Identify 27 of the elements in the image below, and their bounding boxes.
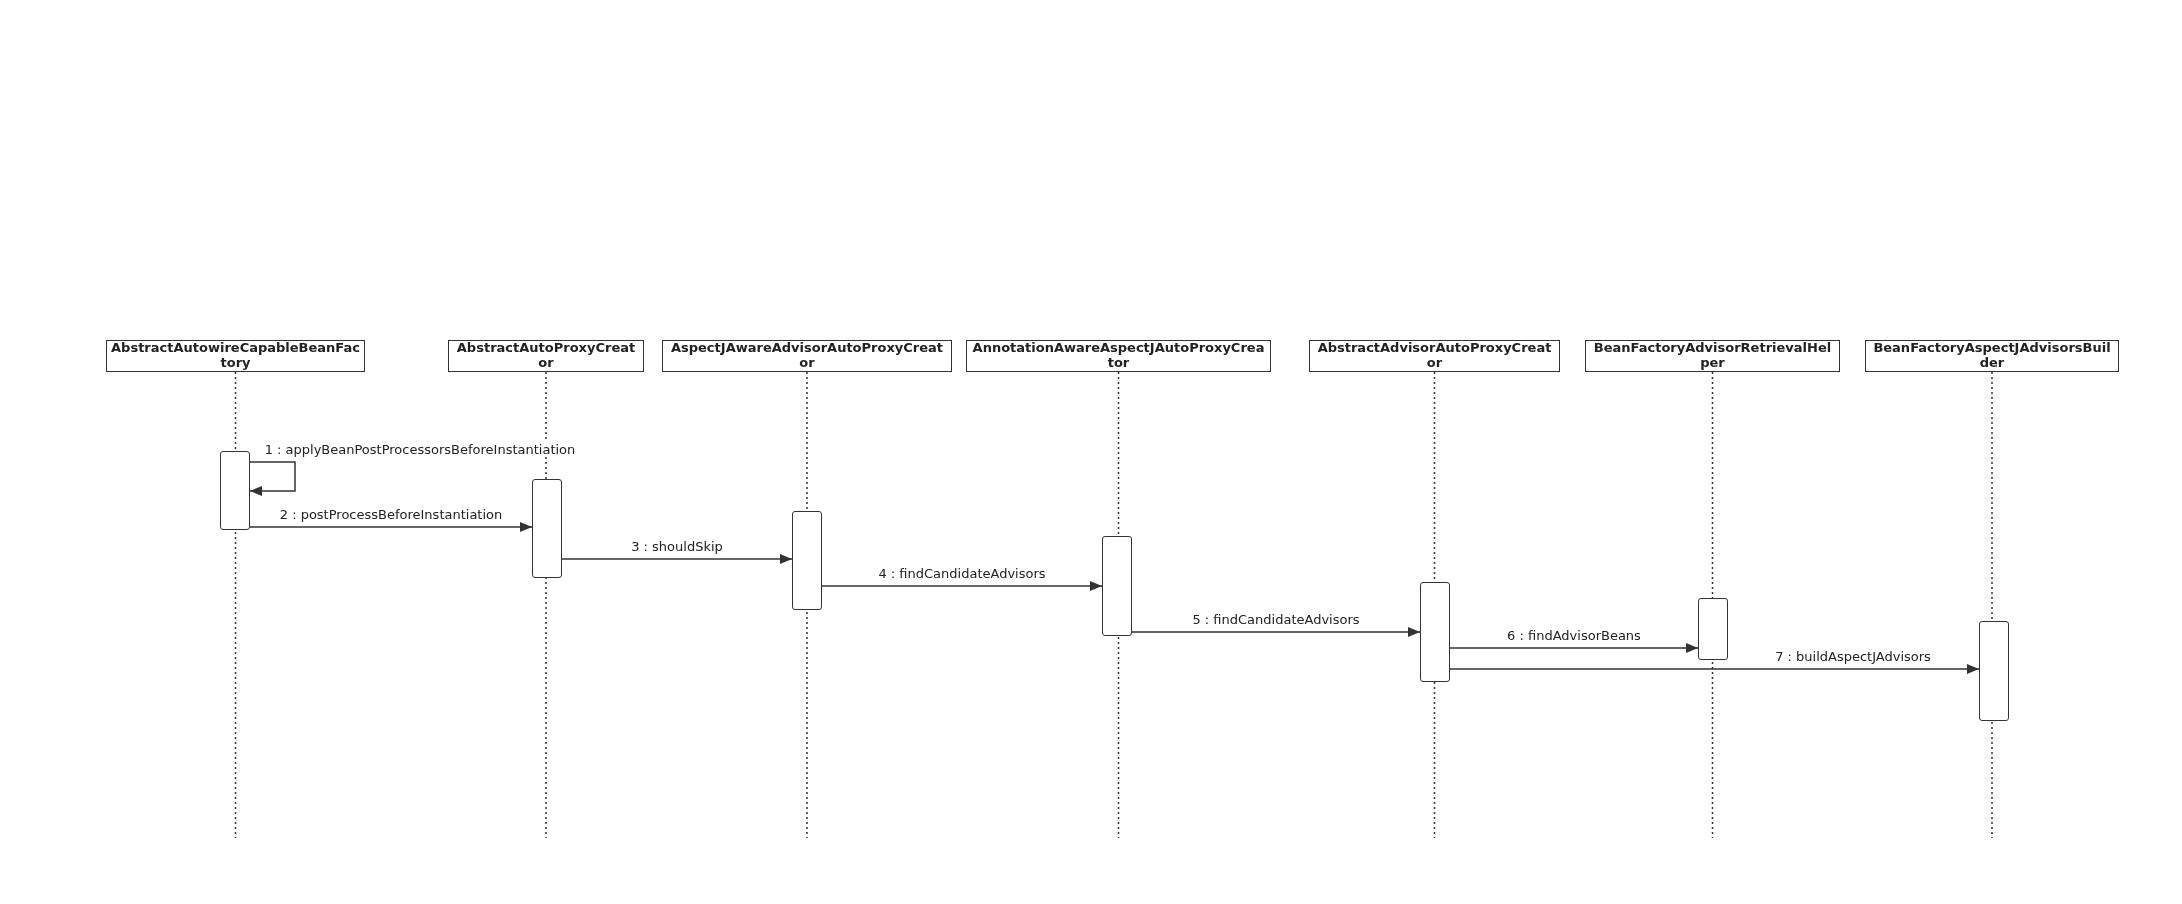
message-label: 4 : findCandidateAdvisors xyxy=(876,566,1048,581)
class-name: AspectJAwareAdvisorAutoProxyCreator xyxy=(669,341,945,371)
message-arrow xyxy=(1131,627,1421,637)
message-label: 5 : findCandidateAdvisors xyxy=(1190,612,1362,627)
message-arrow xyxy=(561,554,793,564)
message-arrow xyxy=(1449,664,1980,674)
activation-bar xyxy=(1979,621,2009,721)
activation-bar xyxy=(1698,598,1728,660)
activation-bar xyxy=(1420,582,1450,682)
message-arrow xyxy=(1449,643,1699,653)
class-name: BeanFactoryAspectJAdvisorsBuilder xyxy=(1872,341,2112,371)
activation-bar xyxy=(1102,536,1132,636)
activation-bar xyxy=(792,511,822,610)
activation-bar xyxy=(220,451,250,530)
class-name: AbstractAutowireCapableBeanFactory xyxy=(111,341,360,371)
class-name: AbstractAdvisorAutoProxyCreator xyxy=(1316,341,1553,371)
class-name: AnnotationAwareAspectJAutoProxyCreator xyxy=(971,341,1266,371)
message-label: 6 : findAdvisorBeans xyxy=(1505,628,1643,643)
message-label: 7 : buildAspectJAdvisors xyxy=(1773,649,1933,664)
class-name: BeanFactoryAdvisorRetrievalHelper xyxy=(1592,341,1833,371)
message-label: 3 : shouldSkip xyxy=(629,539,725,554)
message-arrow xyxy=(249,522,533,532)
message-arrow xyxy=(821,581,1103,591)
activation-bar xyxy=(532,479,562,578)
message-arrow xyxy=(249,461,296,496)
message-label: 2 : postProcessBeforeInstantiation xyxy=(277,507,505,522)
class-name: AbstractAutoProxyCreator xyxy=(455,341,637,371)
